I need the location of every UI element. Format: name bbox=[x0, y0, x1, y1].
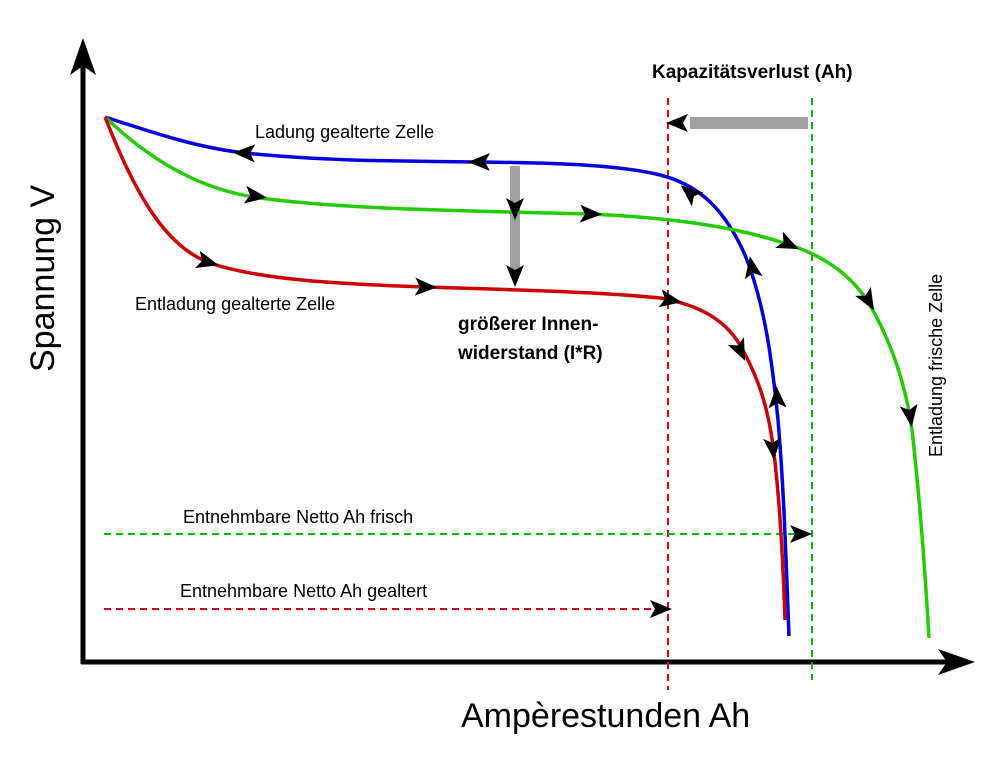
capacity-loss-label: Kapazitätsverlust (Ah) bbox=[652, 62, 853, 83]
aged-discharge-arrowhead bbox=[414, 277, 437, 296]
charge-arrowhead bbox=[468, 153, 490, 171]
resistance-arrowhead bbox=[506, 198, 524, 220]
y-axis-label: Spannung V bbox=[24, 185, 62, 372]
charge-arrowhead bbox=[768, 386, 787, 409]
y-axis-arrowhead bbox=[70, 38, 96, 75]
net-ah-aged-arrowhead bbox=[650, 600, 672, 618]
fresh-discharge-arrowhead bbox=[899, 403, 918, 427]
aged-discharge-arrowhead bbox=[763, 437, 782, 460]
resistance-arrowhead bbox=[506, 265, 524, 287]
internal-resistance-label-2: widerstand (I*R) bbox=[457, 343, 603, 364]
charge-aged-label: Ladung gealterte Zelle bbox=[255, 122, 434, 142]
internal-resistance-label-1: größerer Innen- bbox=[458, 314, 598, 335]
discharge-aged-label: Entladung gealterte Zelle bbox=[135, 294, 335, 314]
capacity-loss-arrowhead bbox=[666, 114, 688, 132]
fresh-discharge-arrowhead bbox=[775, 231, 799, 250]
arrowheads bbox=[195, 114, 918, 618]
aged-discharge-arrowhead bbox=[658, 289, 682, 308]
aged-discharge-arrowhead bbox=[727, 337, 746, 361]
net-ah-aged-label: Entnehmbare Netto Ah gealtert bbox=[180, 581, 427, 601]
fresh-discharge-arrowhead bbox=[579, 204, 602, 223]
net-ah-fresh-label: Entnehmbare Netto Ah frisch bbox=[183, 507, 413, 527]
discharge-aged-curve bbox=[103, 116, 787, 621]
net-ah-fresh-arrowhead bbox=[790, 525, 812, 543]
discharge-fresh-label: Entladung frische Zelle bbox=[926, 274, 946, 457]
aged-discharge-arrowhead bbox=[195, 250, 219, 269]
charge-arrowhead bbox=[680, 185, 704, 207]
x-axis-arrowhead bbox=[938, 649, 975, 675]
charge-arrowhead bbox=[744, 256, 763, 280]
fresh-discharge-arrowhead bbox=[243, 185, 267, 204]
x-axis-label: Ampèrestunden Ah bbox=[461, 697, 750, 735]
charge-arrowhead bbox=[233, 144, 256, 163]
fresh-discharge-arrowhead bbox=[855, 286, 874, 311]
